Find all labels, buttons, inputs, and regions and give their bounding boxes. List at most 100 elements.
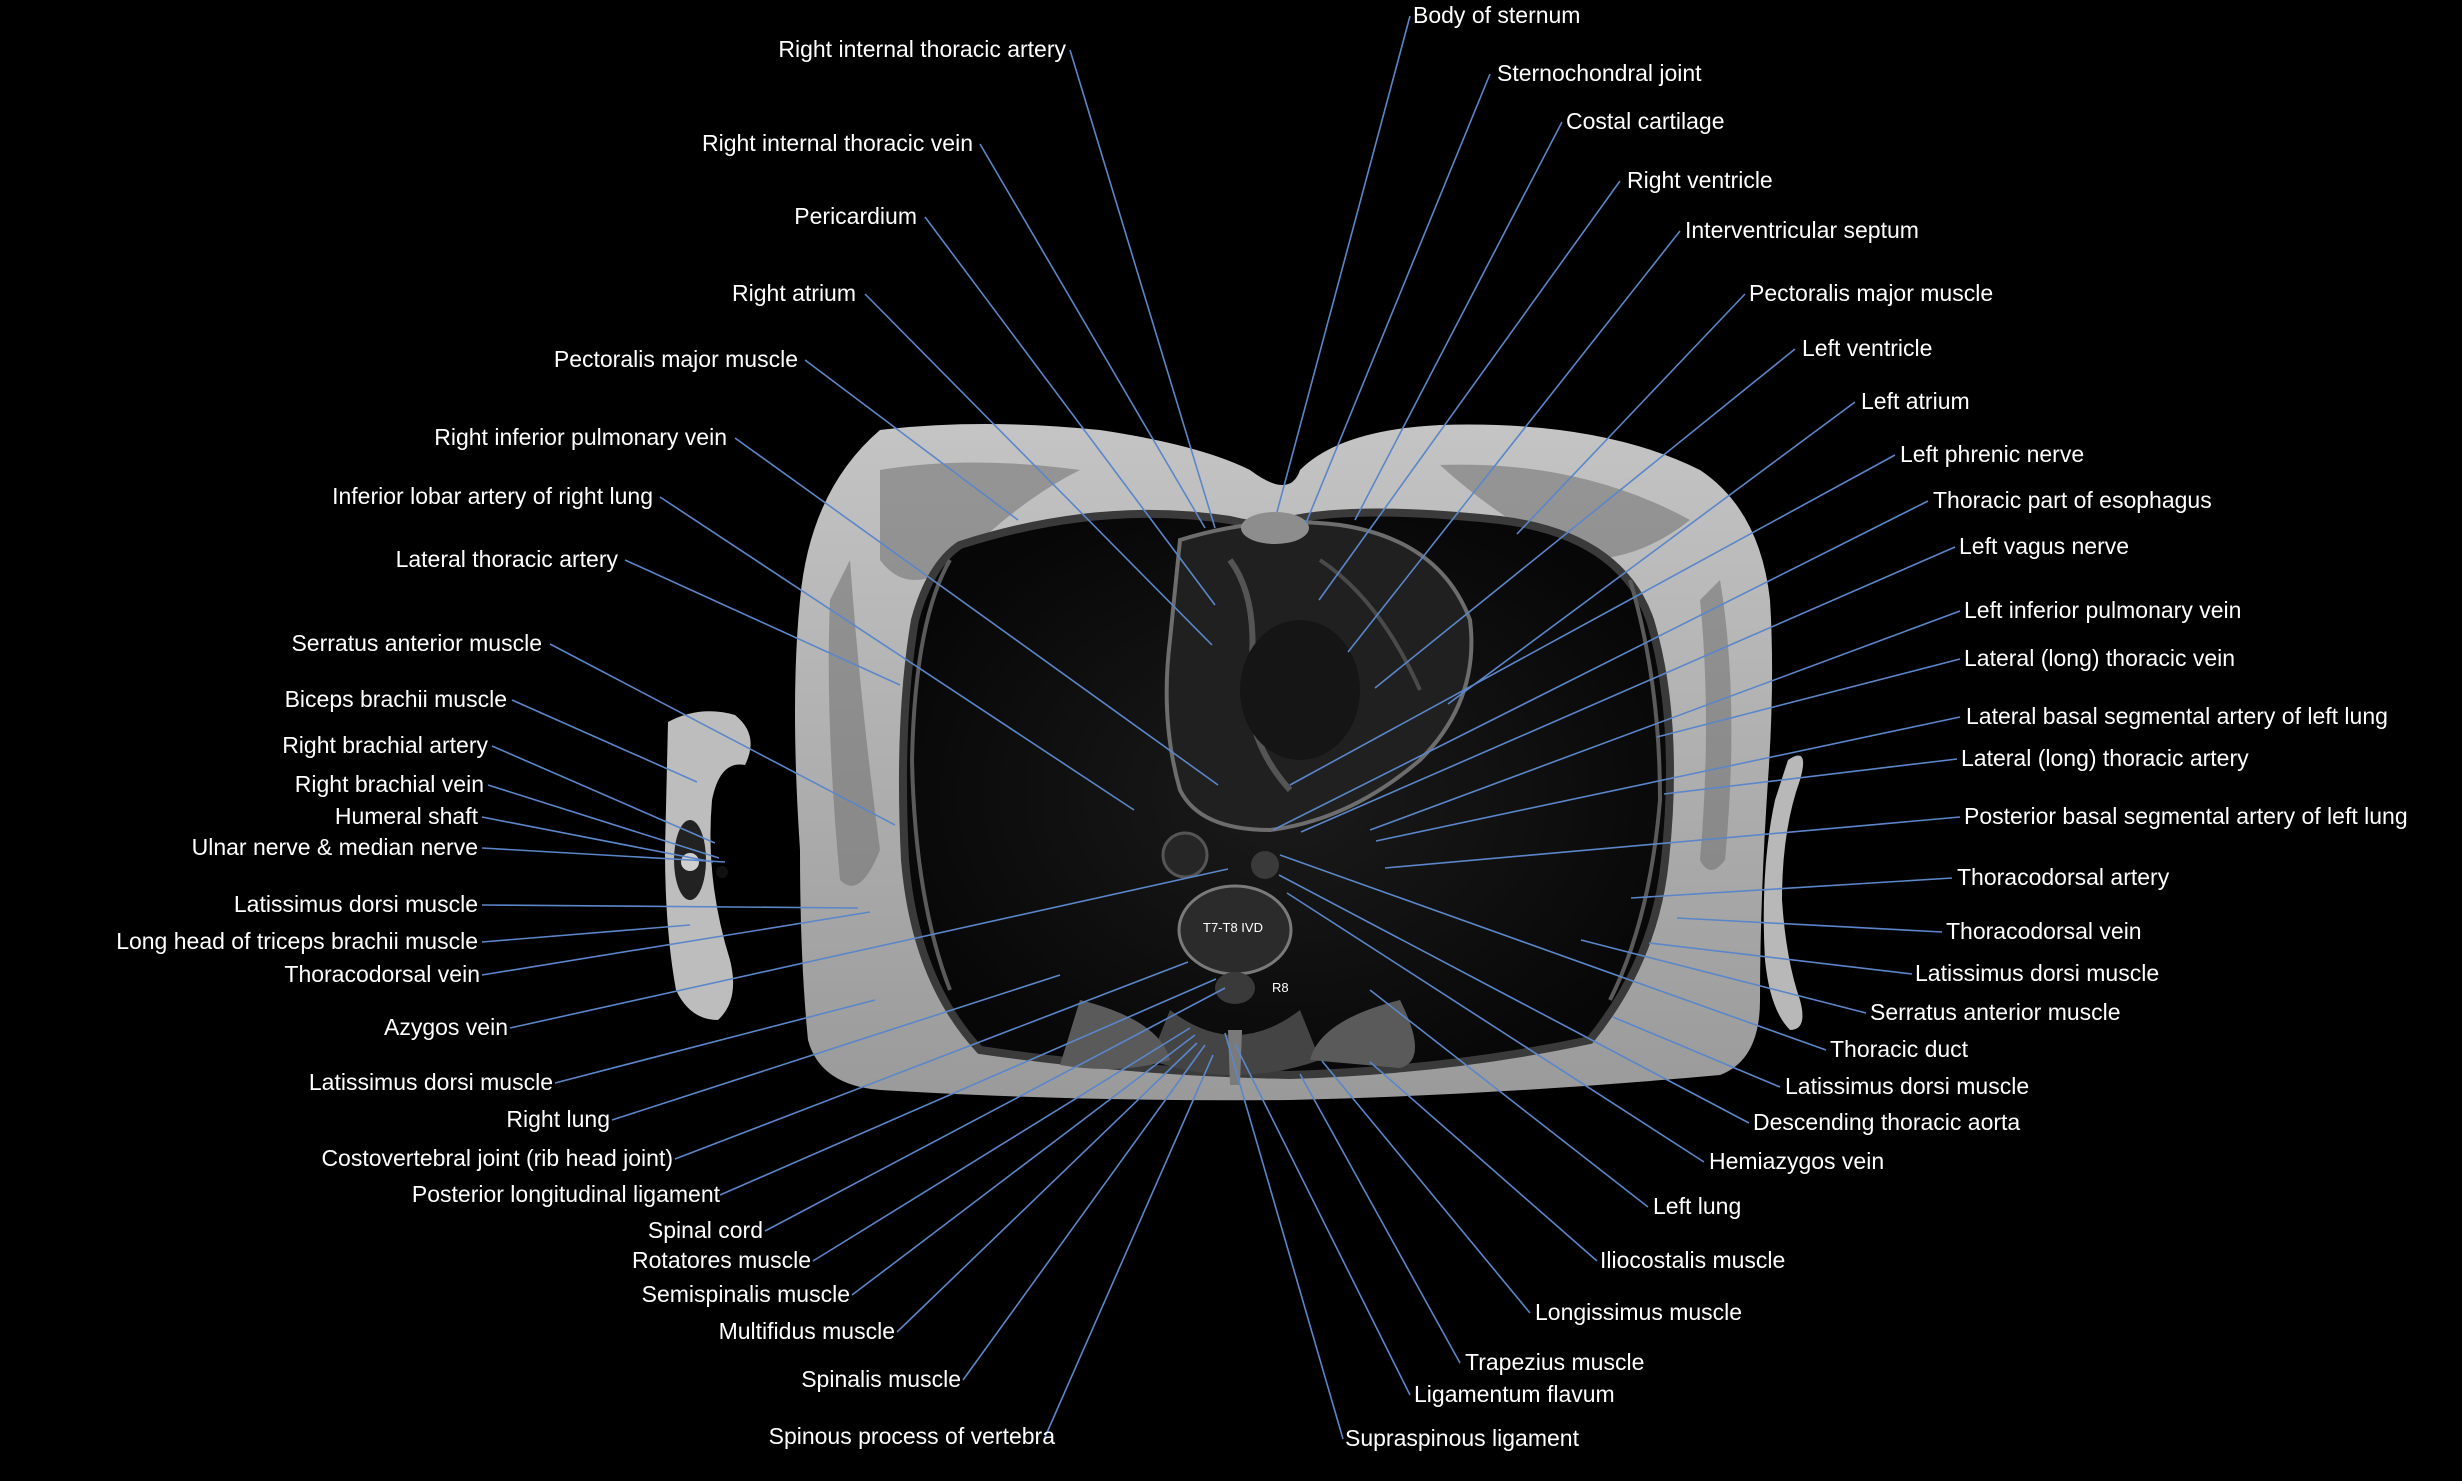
- sternum: [1241, 512, 1309, 544]
- left-arm-cross-section: [1763, 755, 1804, 1030]
- label-left-inferior-pulmonary-vein: Left inferior pulmonary vein: [1964, 597, 2242, 623]
- leader-line-left-2: [924, 216, 1216, 606]
- label-hemiazygos-vein: Hemiazygos vein: [1709, 1148, 1885, 1174]
- rib-marker-text: R8: [1272, 980, 1289, 995]
- leader-line-left-10: [491, 745, 716, 844]
- label-azygos-vein: Azygos vein: [383, 1014, 508, 1040]
- leader-line-right-20: [1279, 854, 1827, 1051]
- leader-line-right-17: [1676, 917, 1943, 933]
- leader-line-right-28: [1234, 1043, 1411, 1396]
- leader-line-left-4: [804, 359, 1019, 521]
- leader-line-right-10: [1300, 546, 1956, 833]
- label-right-internal-thoracic-artery: Right internal thoracic artery: [778, 36, 1066, 62]
- label-latissimus-dorsi-muscle-right-1: Latissimus dorsi muscle: [1915, 960, 2160, 986]
- label-sternochondral-joint: Sternochondral joint: [1497, 60, 1702, 86]
- label-iliocostalis-muscle: Iliocostalis muscle: [1600, 1247, 1786, 1273]
- label-serratus-anterior-muscle-left: Serratus anterior muscle: [291, 630, 542, 656]
- label-right-brachial-vein: Right brachial vein: [294, 771, 484, 797]
- heart: [1164, 520, 1474, 833]
- leader-line-left-14: [481, 904, 859, 909]
- leader-line-right-16: [1630, 877, 1953, 899]
- label-latissimus-dorsi-muscle-right-2: Latissimus dorsi muscle: [1785, 1073, 2030, 1099]
- label-rotatores-muscle: Rotatores muscle: [632, 1247, 811, 1273]
- label-biceps-brachii-muscle: Biceps brachii muscle: [284, 686, 507, 712]
- label-pectoralis-major-muscle-right: Pectoralis major muscle: [1749, 280, 1994, 306]
- label-left-vagus-nerve: Left vagus nerve: [1959, 533, 2130, 559]
- label-ulnar-median-nerve: Ulnar nerve & median nerve: [191, 834, 478, 860]
- label-interventricular-septum: Interventricular septum: [1685, 217, 1919, 243]
- leader-line-right-26: [1321, 1060, 1531, 1314]
- leader-line-left-15: [481, 924, 691, 943]
- label-multifidus-muscle: Multifidus muscle: [718, 1318, 895, 1344]
- leader-line-right-11: [1369, 610, 1961, 831]
- leader-line-left-22: [764, 987, 1226, 1232]
- leader-line-left-12: [481, 816, 714, 863]
- leader-line-left-9: [511, 699, 698, 783]
- leader-line-right-12: [1656, 658, 1961, 738]
- leader-line-left-27: [1044, 1054, 1214, 1438]
- label-spinous-process: Spinous process of vertebra: [768, 1423, 1055, 1449]
- label-posterior-basal-segmental-artery: Posterior basal segmental artery of left…: [1964, 803, 2408, 829]
- leader-line-left-23: [812, 1027, 1191, 1262]
- leader-line-right-7: [1447, 401, 1856, 705]
- label-right-ventricle: Right ventricle: [1627, 167, 1773, 193]
- label-lateral-thoracic-artery: Lateral thoracic artery: [395, 546, 618, 572]
- label-left-lung: Left lung: [1653, 1193, 1742, 1219]
- label-left-ventricle: Left ventricle: [1802, 335, 1933, 361]
- label-lateral-long-thoracic-artery: Lateral (long) thoracic artery: [1961, 745, 2249, 771]
- chest-wall-muscles: [828, 462, 1732, 886]
- label-humeral-shaft: Humeral shaft: [334, 803, 478, 829]
- leader-line-left-16: [481, 911, 871, 976]
- label-longissimus-muscle: Longissimus muscle: [1535, 1299, 1743, 1325]
- leader-line-left-24: [851, 1034, 1196, 1296]
- right-arm-cross-section: [665, 711, 751, 1020]
- leader-line-left-19: [611, 974, 1061, 1121]
- leader-line-right-24: [1369, 989, 1649, 1208]
- label-supraspinous-ligament: Supraspinous ligament: [1345, 1425, 1579, 1451]
- leader-lines: [481, 15, 1961, 1440]
- leader-line-left-0: [1069, 49, 1216, 529]
- label-right-brachial-artery: Right brachial artery: [282, 732, 488, 758]
- label-thoracodorsal-artery: Thoracodorsal artery: [1957, 864, 2170, 890]
- leader-line-right-23: [1286, 892, 1705, 1163]
- leader-line-right-21: [1612, 1016, 1781, 1088]
- leader-line-left-5: [734, 437, 1219, 786]
- vertebra: [1150, 831, 1320, 1085]
- leader-line-left-25: [896, 1042, 1198, 1333]
- label-serratus-anterior-muscle-right: Serratus anterior muscle: [1870, 999, 2121, 1025]
- leader-line-right-14: [1663, 758, 1958, 795]
- label-long-head-triceps: Long head of triceps brachii muscle: [116, 928, 478, 954]
- leader-line-left-7: [624, 559, 901, 686]
- label-thoracic-duct: Thoracic duct: [1830, 1036, 1969, 1062]
- leader-line-left-3: [864, 293, 1213, 646]
- label-body-of-sternum: Body of sternum: [1413, 2, 1581, 28]
- label-descending-thoracic-aorta: Descending thoracic aorta: [1753, 1109, 2021, 1135]
- leader-line-right-13: [1375, 716, 1961, 842]
- leader-line-right-8: [1289, 454, 1896, 786]
- leader-line-left-21: [719, 978, 1217, 1196]
- label-costal-cartilage: Costal cartilage: [1566, 108, 1725, 134]
- leader-line-right-2: [1354, 121, 1563, 521]
- leader-line-right-27: [1299, 1073, 1461, 1364]
- label-thoracodorsal-vein-right: Thoracodorsal vein: [1946, 918, 2142, 944]
- leader-line-right-0: [1276, 15, 1411, 513]
- label-right-lung: Right lung: [506, 1106, 610, 1132]
- label-thoracodorsal-vein-left: Thoracodorsal vein: [284, 961, 480, 987]
- label-ligamentum-flavum: Ligamentum flavum: [1414, 1381, 1615, 1407]
- vertebra-marker-text: T7-T8 IVD: [1203, 920, 1263, 935]
- label-pectoralis-major-muscle-left: Pectoralis major muscle: [553, 346, 798, 372]
- label-left-atrium: Left atrium: [1861, 388, 1970, 414]
- label-right-atrium: Right atrium: [732, 280, 856, 306]
- label-spinal-cord: Spinal cord: [647, 1217, 763, 1243]
- label-right-internal-thoracic-vein: Right internal thoracic vein: [701, 130, 973, 156]
- label-costovertebral-joint: Costovertebral joint (rib head joint): [321, 1145, 673, 1171]
- label-right-inferior-pulmonary-vein: Right inferior pulmonary vein: [434, 424, 727, 450]
- label-inferior-lobar-artery-right-lung: Inferior lobar artery of right lung: [332, 483, 653, 509]
- label-latissimus-dorsi-muscle-left-1: Latissimus dorsi muscle: [233, 891, 478, 917]
- label-semispinalis-muscle: Semispinalis muscle: [641, 1281, 850, 1307]
- leader-line-left-1: [979, 143, 1206, 529]
- leader-line-right-9: [1272, 500, 1929, 831]
- leader-line-left-20: [674, 961, 1189, 1160]
- label-spinalis-muscle: Spinalis muscle: [801, 1366, 961, 1392]
